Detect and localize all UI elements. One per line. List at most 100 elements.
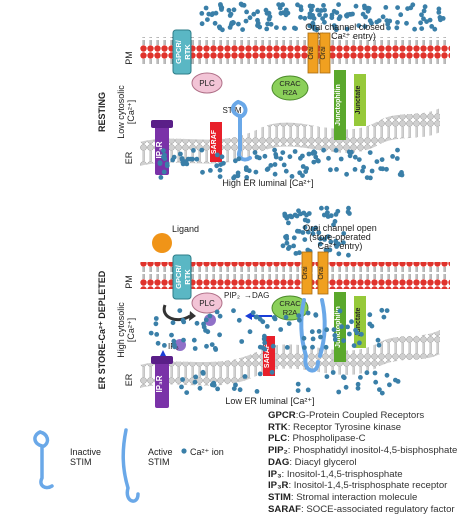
rtk-label-resting: RTK	[183, 44, 192, 60]
ca-ion	[346, 205, 351, 211]
junctate-label-depleted: Junctate	[355, 308, 362, 337]
ca-ion	[277, 5, 283, 11]
ca-ion	[292, 149, 298, 154]
legend-abbr: RTK	[268, 421, 288, 433]
stim-active-depleted	[299, 298, 327, 373]
key-panel: Inactive STIM Active STIM Ca²⁺ ion	[33, 428, 224, 503]
ca-ion	[226, 7, 232, 13]
ca-ion	[214, 309, 220, 315]
inactive-stim-key-icon	[33, 430, 54, 490]
ca-ion	[272, 171, 278, 177]
ca-ion	[172, 344, 178, 350]
ca-ion	[307, 3, 313, 9]
legend-abbr: STIM	[268, 491, 291, 503]
plc-label-depleted: PLC	[199, 299, 215, 308]
legend-text: : Stromal interaction molecule	[290, 491, 418, 503]
junctophilin-label-resting: Junctophilin	[335, 84, 342, 126]
ca-ion	[419, 26, 425, 31]
ca-ion	[284, 236, 290, 242]
ca-ion	[358, 375, 363, 380]
ca-ion	[316, 158, 321, 164]
ca-ion	[331, 8, 337, 14]
ca-ion	[158, 175, 164, 180]
ligand-molecule	[152, 233, 172, 253]
ca-ion	[379, 157, 385, 163]
ca-ion	[360, 168, 365, 174]
ca-ion	[154, 332, 160, 337]
ca-ion	[366, 5, 372, 11]
ca-ion	[339, 324, 344, 330]
ca-ion	[230, 20, 236, 25]
legend-row: PLC: Phospholipase-C	[268, 433, 474, 445]
ca-ion	[247, 15, 253, 21]
legend-text: : Inositol-1,4,5-trisphosphate receptor	[288, 480, 448, 492]
ca-ion	[291, 235, 297, 241]
ca-ion	[203, 5, 209, 11]
pip2-label: PIP₂	[224, 291, 240, 300]
legend-row: DAG: Diacyl glycerol	[268, 457, 474, 469]
gpcr-rtk-depleted: GPCR/ RTK	[172, 254, 192, 300]
ca-ion	[427, 17, 433, 23]
ca-ion	[214, 163, 220, 169]
ca-ion	[321, 147, 326, 153]
orai-channel-depleted: Orai Orai	[301, 251, 329, 295]
ca-ion	[412, 26, 417, 32]
legend-abbr: SARAF	[268, 503, 302, 515]
legend-text: : SOCE-associated regulatory factor	[301, 503, 455, 515]
ca-ion	[184, 390, 190, 395]
ca-ion	[192, 346, 198, 351]
legend-row: SARAF: SOCE-associated regulatory factor	[268, 504, 474, 516]
ca-ion	[438, 17, 443, 23]
crac-label-depleted-1: CRAC	[279, 299, 301, 308]
activation-arrow	[162, 304, 191, 321]
ca-ion	[338, 156, 344, 162]
ca-ion	[309, 329, 315, 335]
ca-ion	[341, 240, 346, 246]
ca-ion	[355, 381, 361, 387]
ca-ion	[227, 25, 233, 30]
ca-ion	[337, 308, 343, 314]
ca-ion	[254, 389, 260, 394]
ca-ion	[237, 387, 243, 393]
ca-ion	[305, 229, 311, 235]
junctate-resting	[354, 74, 366, 126]
ca-ion	[200, 169, 205, 175]
ca-ion	[204, 343, 209, 349]
ca-ion	[398, 12, 404, 18]
ca-ion	[280, 243, 286, 249]
ca-ion	[332, 337, 338, 342]
ca-ion	[421, 16, 426, 22]
ca-ion	[219, 154, 225, 160]
active-stim-key-icon	[121, 428, 140, 503]
ca-ion	[199, 21, 205, 27]
ca-ion	[322, 19, 327, 25]
ca-ion	[384, 372, 390, 378]
ca-ion	[343, 384, 349, 390]
ca-ion	[350, 11, 355, 17]
ca-ion	[217, 174, 223, 180]
ca-ion	[180, 377, 186, 382]
ca-ion	[315, 7, 321, 13]
ca-ion	[231, 308, 236, 314]
ca-ion	[231, 7, 237, 13]
ca-ion	[346, 252, 351, 258]
plasma-membrane-resting	[140, 37, 450, 64]
ip3-molecule-1	[204, 314, 216, 326]
ca-ion	[295, 388, 301, 393]
ca-ion	[238, 1, 244, 7]
ca-ion	[429, 24, 435, 29]
ca-ion	[436, 6, 442, 12]
legend-abbr: PLC	[268, 433, 288, 445]
panel-resting: RESTING PM ER Low cytosolic [Ca²⁺] Orai …	[97, 1, 450, 188]
ca-ion	[153, 316, 159, 321]
ca-ion	[296, 250, 302, 256]
ca-ion	[357, 340, 362, 346]
ca-ion	[273, 154, 279, 160]
ca-ion	[310, 344, 315, 350]
ca-ion	[356, 157, 362, 163]
ca-ion	[286, 220, 291, 226]
ca-ion	[320, 16, 325, 21]
ca-ion	[192, 379, 198, 385]
ca-ion	[310, 336, 316, 342]
ca-ion	[191, 337, 197, 343]
